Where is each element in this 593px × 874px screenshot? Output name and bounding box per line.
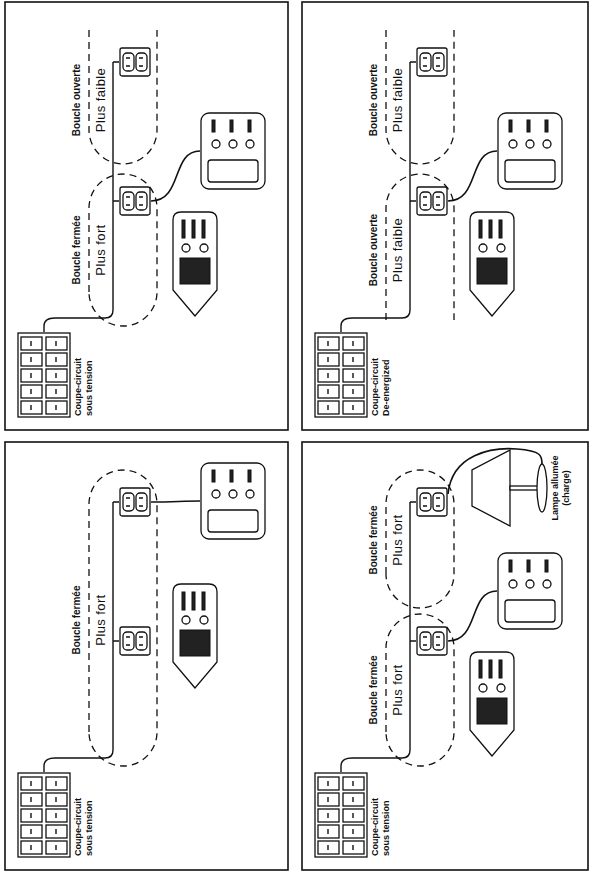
transmitter-cord (448, 591, 497, 641)
outlet-symbol (120, 488, 150, 516)
circuit-wire (44, 502, 119, 772)
open-loop (89, 30, 157, 164)
panel (5, 2, 288, 430)
loop-label: Boucle ouverte (368, 62, 380, 138)
loop-label: Boucle ouverte (368, 212, 380, 288)
outlet-symbol (120, 48, 150, 76)
signal-label: Plus fort (93, 222, 108, 277)
loop-label: Boucle fermée (368, 504, 380, 577)
node-caption: Coupe-circuit sous tension (73, 346, 95, 416)
receiver-symbol (470, 652, 514, 756)
node-caption: Coupe-circuit De-energized (370, 346, 392, 416)
signal-label: Plus fort (390, 512, 405, 567)
circuit-wire (341, 502, 416, 772)
loop-label: Boucle fermée (71, 584, 83, 657)
transmitter-symbol (498, 113, 562, 189)
panel-frame (302, 442, 588, 870)
transmitter-symbol (201, 463, 265, 539)
signal-label: Plus faible (93, 66, 108, 134)
panel (5, 442, 288, 870)
closed-loop (386, 614, 454, 766)
breaker-panel: Coupe-circuit sous tension (314, 784, 392, 858)
signal-label: Plus faible (390, 66, 405, 134)
breaker-panel: Coupe-circuit sous tension (17, 784, 95, 858)
loop-label: Boucle ouverte (71, 62, 83, 138)
panel-frame (5, 442, 288, 870)
panel (302, 442, 588, 870)
closed-loop (89, 470, 157, 766)
transmitter-cord (151, 151, 200, 201)
signal-label: Plus fort (93, 592, 108, 647)
transmitter-symbol (201, 113, 265, 189)
panel-frame (302, 2, 588, 430)
node-caption: Coupe-circuit sous tension (370, 786, 392, 856)
open-loop (386, 174, 454, 320)
open-loop (386, 30, 454, 164)
outlet-symbol (417, 48, 447, 76)
receiver-symbol (173, 584, 217, 688)
outlet-symbol (120, 187, 150, 215)
breaker-panel: Coupe-circuit De-energized (314, 344, 392, 418)
outlet-symbol (120, 627, 150, 655)
circuit-wire (44, 62, 119, 332)
transmitter-cord (151, 501, 200, 502)
signal-label: Plus faible (390, 216, 405, 284)
node-caption: Coupe-circuit sous tension (73, 786, 95, 856)
receiver-symbol (470, 212, 514, 316)
breaker-symbol (18, 333, 70, 417)
lamp-load: Lampe allumée (charge) (470, 446, 572, 530)
panel (302, 2, 588, 430)
breaker-symbol (18, 773, 70, 857)
closed-loop (89, 174, 157, 326)
loop-label: Boucle fermée (71, 214, 83, 287)
lamp-symbol (472, 450, 547, 526)
breaker-symbol (315, 773, 367, 857)
outlet-symbol (417, 488, 447, 516)
node-caption: Lampe allumée (charge) (550, 448, 572, 528)
circuit-wire (341, 62, 416, 332)
outlet-symbol (417, 627, 447, 655)
panel-frame (5, 2, 288, 430)
signal-label: Plus fort (390, 662, 405, 717)
breaker-symbol (315, 333, 367, 417)
receiver-symbol (173, 212, 217, 316)
loop-label: Boucle fermée (368, 654, 380, 727)
transmitter-symbol (498, 553, 562, 629)
outlet-symbol (417, 187, 447, 215)
breaker-panel: Coupe-circuit sous tension (17, 344, 95, 418)
transmitter-cord (448, 151, 497, 201)
closed-loop (386, 470, 454, 608)
